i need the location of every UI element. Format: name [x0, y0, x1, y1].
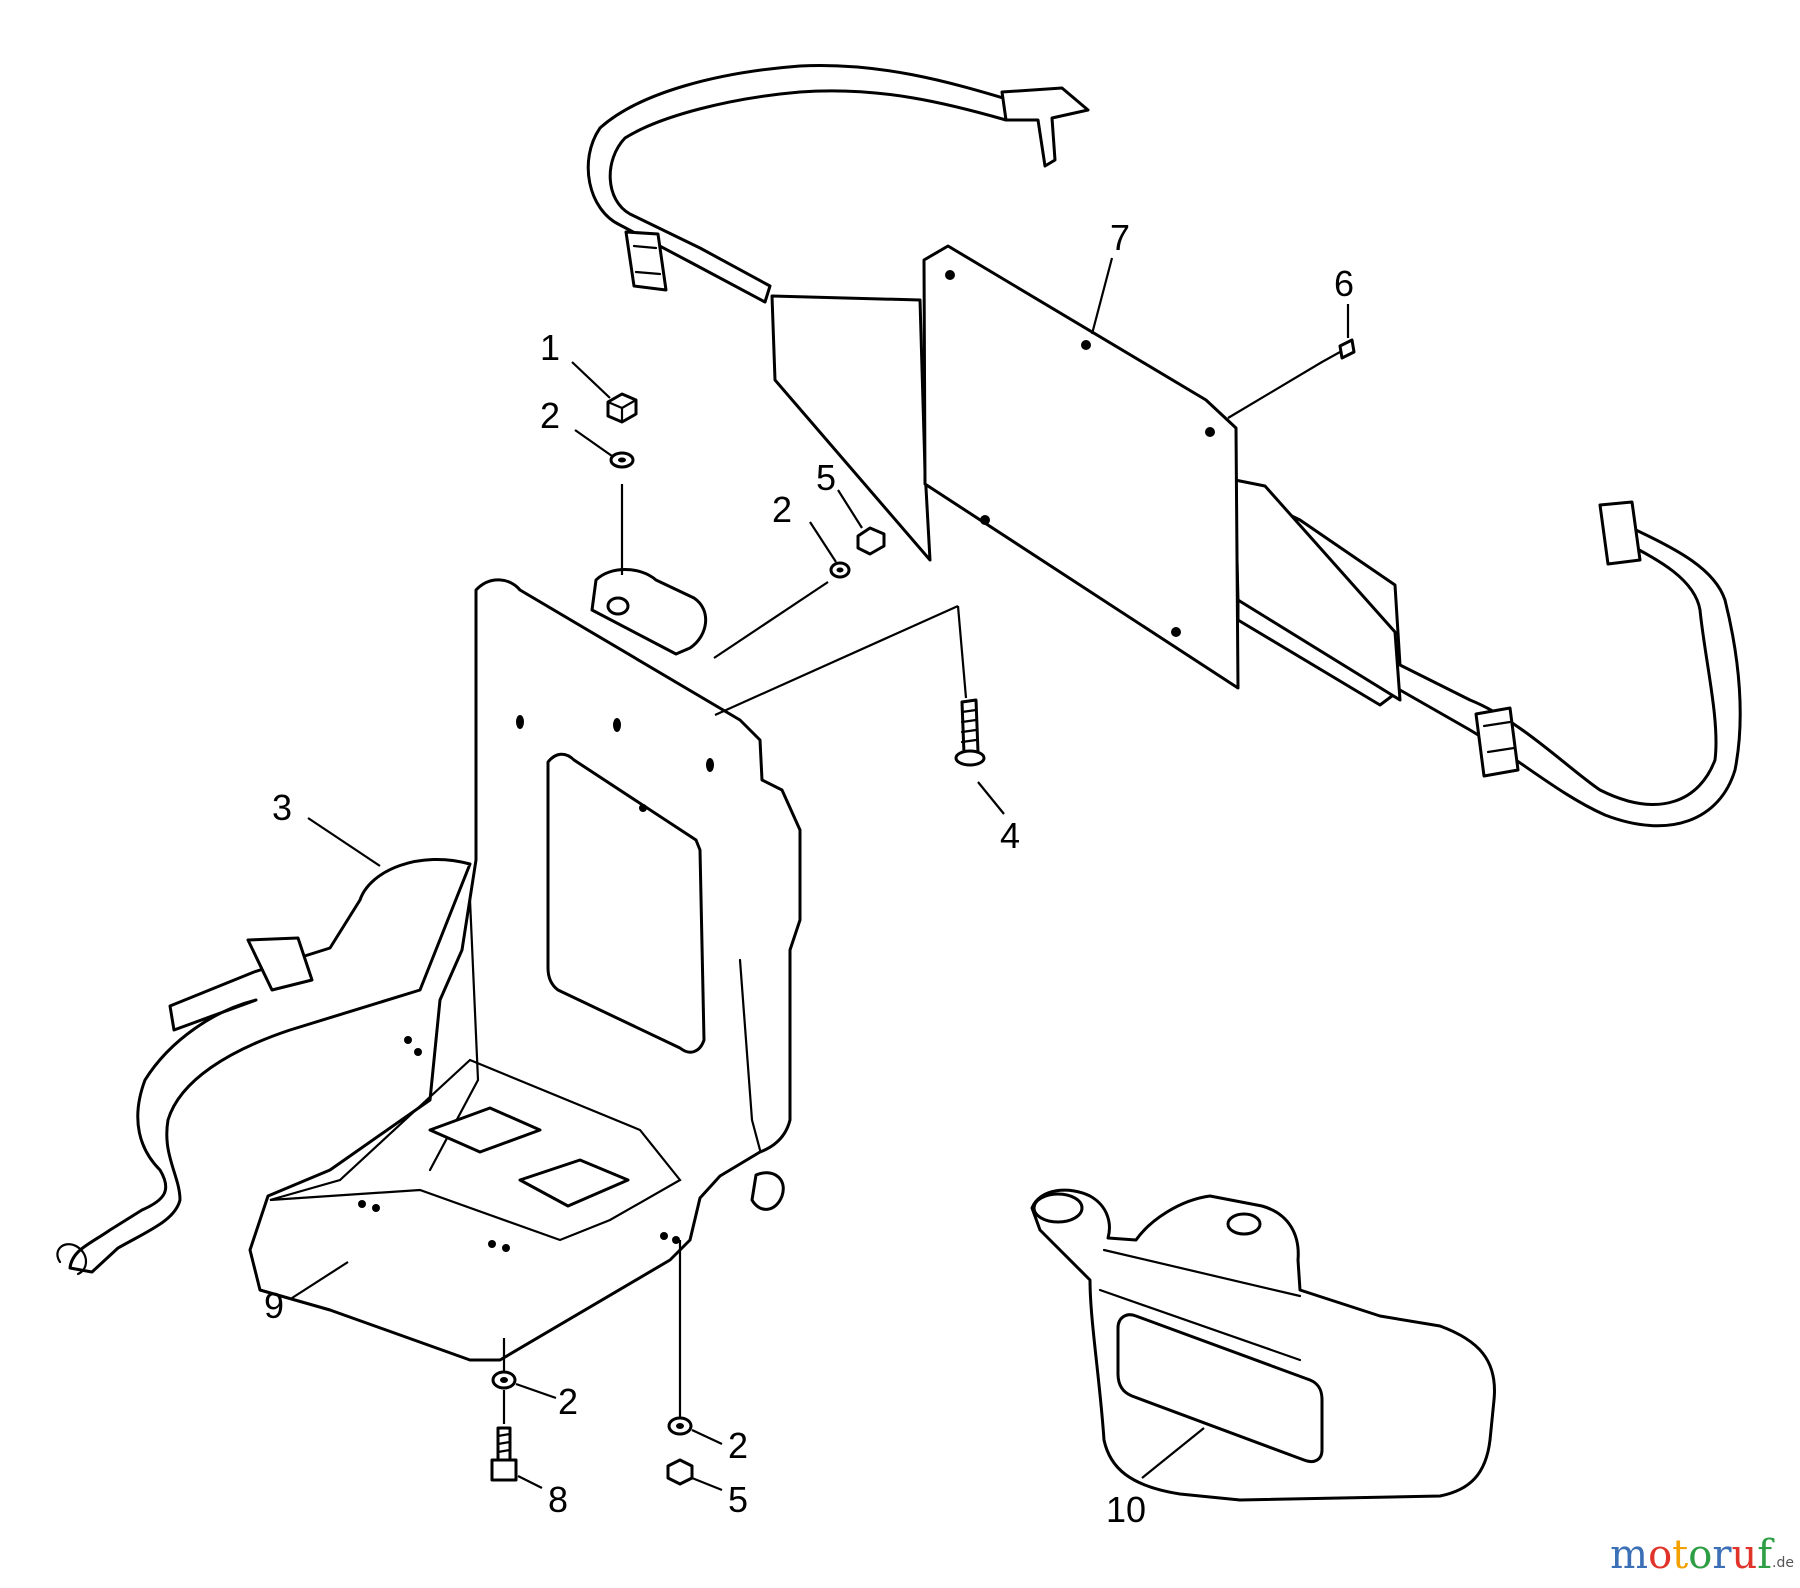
callout-9: 9 [264, 1285, 284, 1326]
callout-7: 7 [1110, 217, 1130, 258]
callout-5: 5 [816, 457, 836, 498]
callout-5: 5 [728, 1479, 748, 1520]
fasteners-bottom [490, 1370, 694, 1486]
callout-8: 8 [548, 1479, 568, 1520]
callout-6: 6 [1334, 263, 1354, 304]
callout-10: 10 [1106, 1489, 1146, 1530]
callout-2: 2 [558, 1381, 578, 1422]
back-plate [922, 244, 1240, 690]
fasteners-top [606, 392, 886, 579]
screw-6 [1320, 338, 1356, 364]
callout-2: 2 [540, 395, 560, 436]
callout-labels: 1 2 2 5 7 6 3 4 9 2 2 8 5 10 [264, 217, 1354, 1530]
callout-2: 2 [772, 489, 792, 530]
callout-1: 1 [540, 327, 560, 368]
bolt-4 [954, 698, 986, 767]
callout-4: 4 [1000, 815, 1020, 856]
leader-lines [291, 257, 1350, 1492]
callout-2: 2 [728, 1425, 748, 1466]
callout-3: 3 [272, 787, 292, 828]
motoruf-watermark: motoruf.de [1610, 1532, 1794, 1578]
harness-strap-assembly [586, 64, 1742, 828]
frame-assembly [56, 568, 802, 1362]
fuel-tank [1030, 1188, 1496, 1502]
